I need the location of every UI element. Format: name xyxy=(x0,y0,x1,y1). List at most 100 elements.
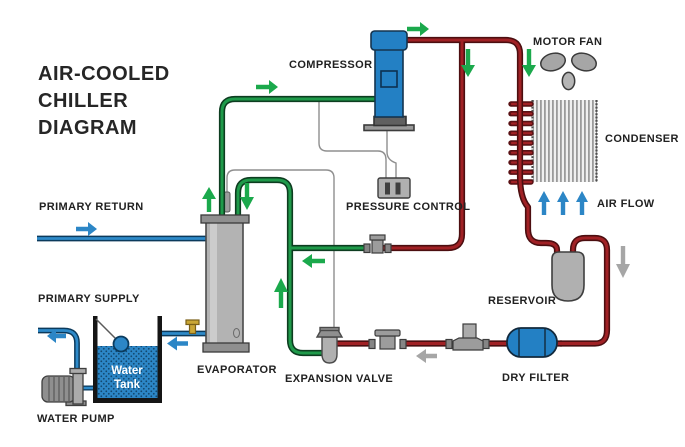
flow-arrow-left-icon xyxy=(47,329,66,343)
bypass-red xyxy=(381,40,464,250)
flow-arrow-right-icon xyxy=(76,222,97,236)
capillary-bulb-to-expansion-valve xyxy=(226,169,335,332)
pressure-control-box xyxy=(377,177,411,199)
capillary-suction-to-pressure-control xyxy=(318,101,387,179)
compressor xyxy=(363,30,415,132)
title-line-1: AIR-COOLED xyxy=(38,63,170,85)
label-expansion-valve: EXPANSION VALVE xyxy=(285,373,393,385)
label-primary-return: PRIMARY RETURN xyxy=(39,201,144,213)
evaporator-port xyxy=(233,328,240,338)
diagram-title: AIR-COOLED CHILLER DIAGRAM xyxy=(38,63,170,139)
fan-blade-left xyxy=(540,52,566,72)
sight-glass-fitting xyxy=(368,329,407,350)
blue-flow-arrows xyxy=(47,191,588,351)
bypass-fitting-body xyxy=(371,239,384,254)
motor-fan xyxy=(540,52,597,91)
capillary-lines xyxy=(226,42,397,332)
expansion-valve-body xyxy=(321,336,338,364)
green-pipes-core xyxy=(220,97,376,355)
flow-arrow-left-icon xyxy=(302,254,325,268)
bypass-fitting xyxy=(363,234,392,254)
fan-blade-right xyxy=(571,52,597,72)
label-primary-supply: PRIMARY SUPPLY xyxy=(38,293,140,305)
sight-glass-cap xyxy=(374,329,401,337)
tank-wall-left xyxy=(93,316,98,403)
evaporator-feed-line-outline xyxy=(234,176,327,357)
pump-head xyxy=(72,370,84,405)
expansion-valve-cap xyxy=(319,326,340,332)
title-line-2: CHILLER xyxy=(38,90,128,112)
label-compressor: COMPRESSOR xyxy=(289,59,372,71)
flow-arrow-down-icon xyxy=(522,49,536,77)
compressor-cap xyxy=(370,30,408,51)
brass-valve xyxy=(185,319,200,335)
flow-arrow-right-icon xyxy=(256,80,278,94)
bypass-fitting-nub-left xyxy=(363,243,371,254)
water-tank xyxy=(93,316,162,403)
title-line-3: DIAGRAM xyxy=(38,117,137,139)
label-condenser: CONDENSER xyxy=(605,133,679,145)
label-pressure-control: PRESSURE CONTROL xyxy=(346,201,470,213)
air-flow-arrow-up-icon xyxy=(557,191,569,215)
tank-water xyxy=(97,346,158,398)
label-reservoir: RESERVOIR xyxy=(488,295,556,307)
pressure-control-slot-right xyxy=(395,182,401,195)
flow-arrow-right-icon xyxy=(407,22,429,36)
bypass-fitting-nub-right xyxy=(384,243,392,254)
brass-valve-stem xyxy=(188,323,197,335)
service-valve-body xyxy=(452,337,484,351)
blue-pipes-core xyxy=(37,237,207,390)
tank-bottom xyxy=(93,398,162,403)
gray-flow-arrows xyxy=(416,246,630,363)
fan-hub xyxy=(561,71,576,91)
label-motor-fan: MOTOR FAN xyxy=(533,36,602,48)
service-valve xyxy=(445,323,490,351)
air-flow-arrow-up-icon xyxy=(576,191,588,215)
flow-arrow-up-icon xyxy=(274,278,288,308)
flow-arrow-down-icon xyxy=(616,246,630,278)
primary-supply-pipe xyxy=(38,329,79,372)
evaporator-bottom-flange xyxy=(202,342,250,353)
fitting-nub xyxy=(399,338,407,350)
dry-filter-body xyxy=(506,327,558,358)
reservoir-out-line xyxy=(560,236,609,345)
flow-arrow-left-icon xyxy=(167,336,188,351)
condenser-coil xyxy=(508,100,598,185)
green-pipes-outline xyxy=(218,95,376,357)
label-water-pump: WATER PUMP xyxy=(37,413,115,425)
air-flow-arrow-up-icon xyxy=(538,191,550,215)
evaporator xyxy=(200,214,250,353)
compressor-base xyxy=(373,115,407,127)
condenser-fins xyxy=(533,100,597,182)
green-flow-arrows xyxy=(202,22,536,308)
reservoir xyxy=(551,251,585,302)
valve-nub xyxy=(482,338,490,350)
sight-glass-body xyxy=(379,335,396,350)
evaporator-feed-line xyxy=(236,178,327,355)
flow-arrow-left-icon xyxy=(416,349,437,363)
bypass-fitting-cap xyxy=(369,234,386,241)
flow-arrow-down-icon xyxy=(240,183,254,210)
discharge-line xyxy=(404,38,559,256)
pressure-control xyxy=(377,177,411,199)
fitting-nub xyxy=(368,338,376,350)
evaporator-top-flange xyxy=(200,214,250,224)
pressure-control-slot-left xyxy=(385,182,390,195)
valve-nub xyxy=(445,338,453,350)
dry-filter xyxy=(506,327,558,358)
compressor-body xyxy=(374,48,404,118)
label-water-tank-line2: Tank xyxy=(114,379,141,391)
float-arm xyxy=(95,318,117,340)
suction-line xyxy=(220,97,376,218)
tank-wall-right xyxy=(157,316,162,403)
capillary-discharge-to-pressure-control xyxy=(386,42,397,179)
compressor-nameplate xyxy=(380,70,398,88)
label-dry-filter: DRY FILTER xyxy=(502,372,569,384)
expansion-valve xyxy=(315,326,344,364)
pump-inlet-flange xyxy=(69,367,87,375)
service-valve-stem xyxy=(462,323,477,340)
label-air-flow: AIR FLOW xyxy=(597,198,655,210)
flow-arrow-down-icon xyxy=(461,49,475,77)
